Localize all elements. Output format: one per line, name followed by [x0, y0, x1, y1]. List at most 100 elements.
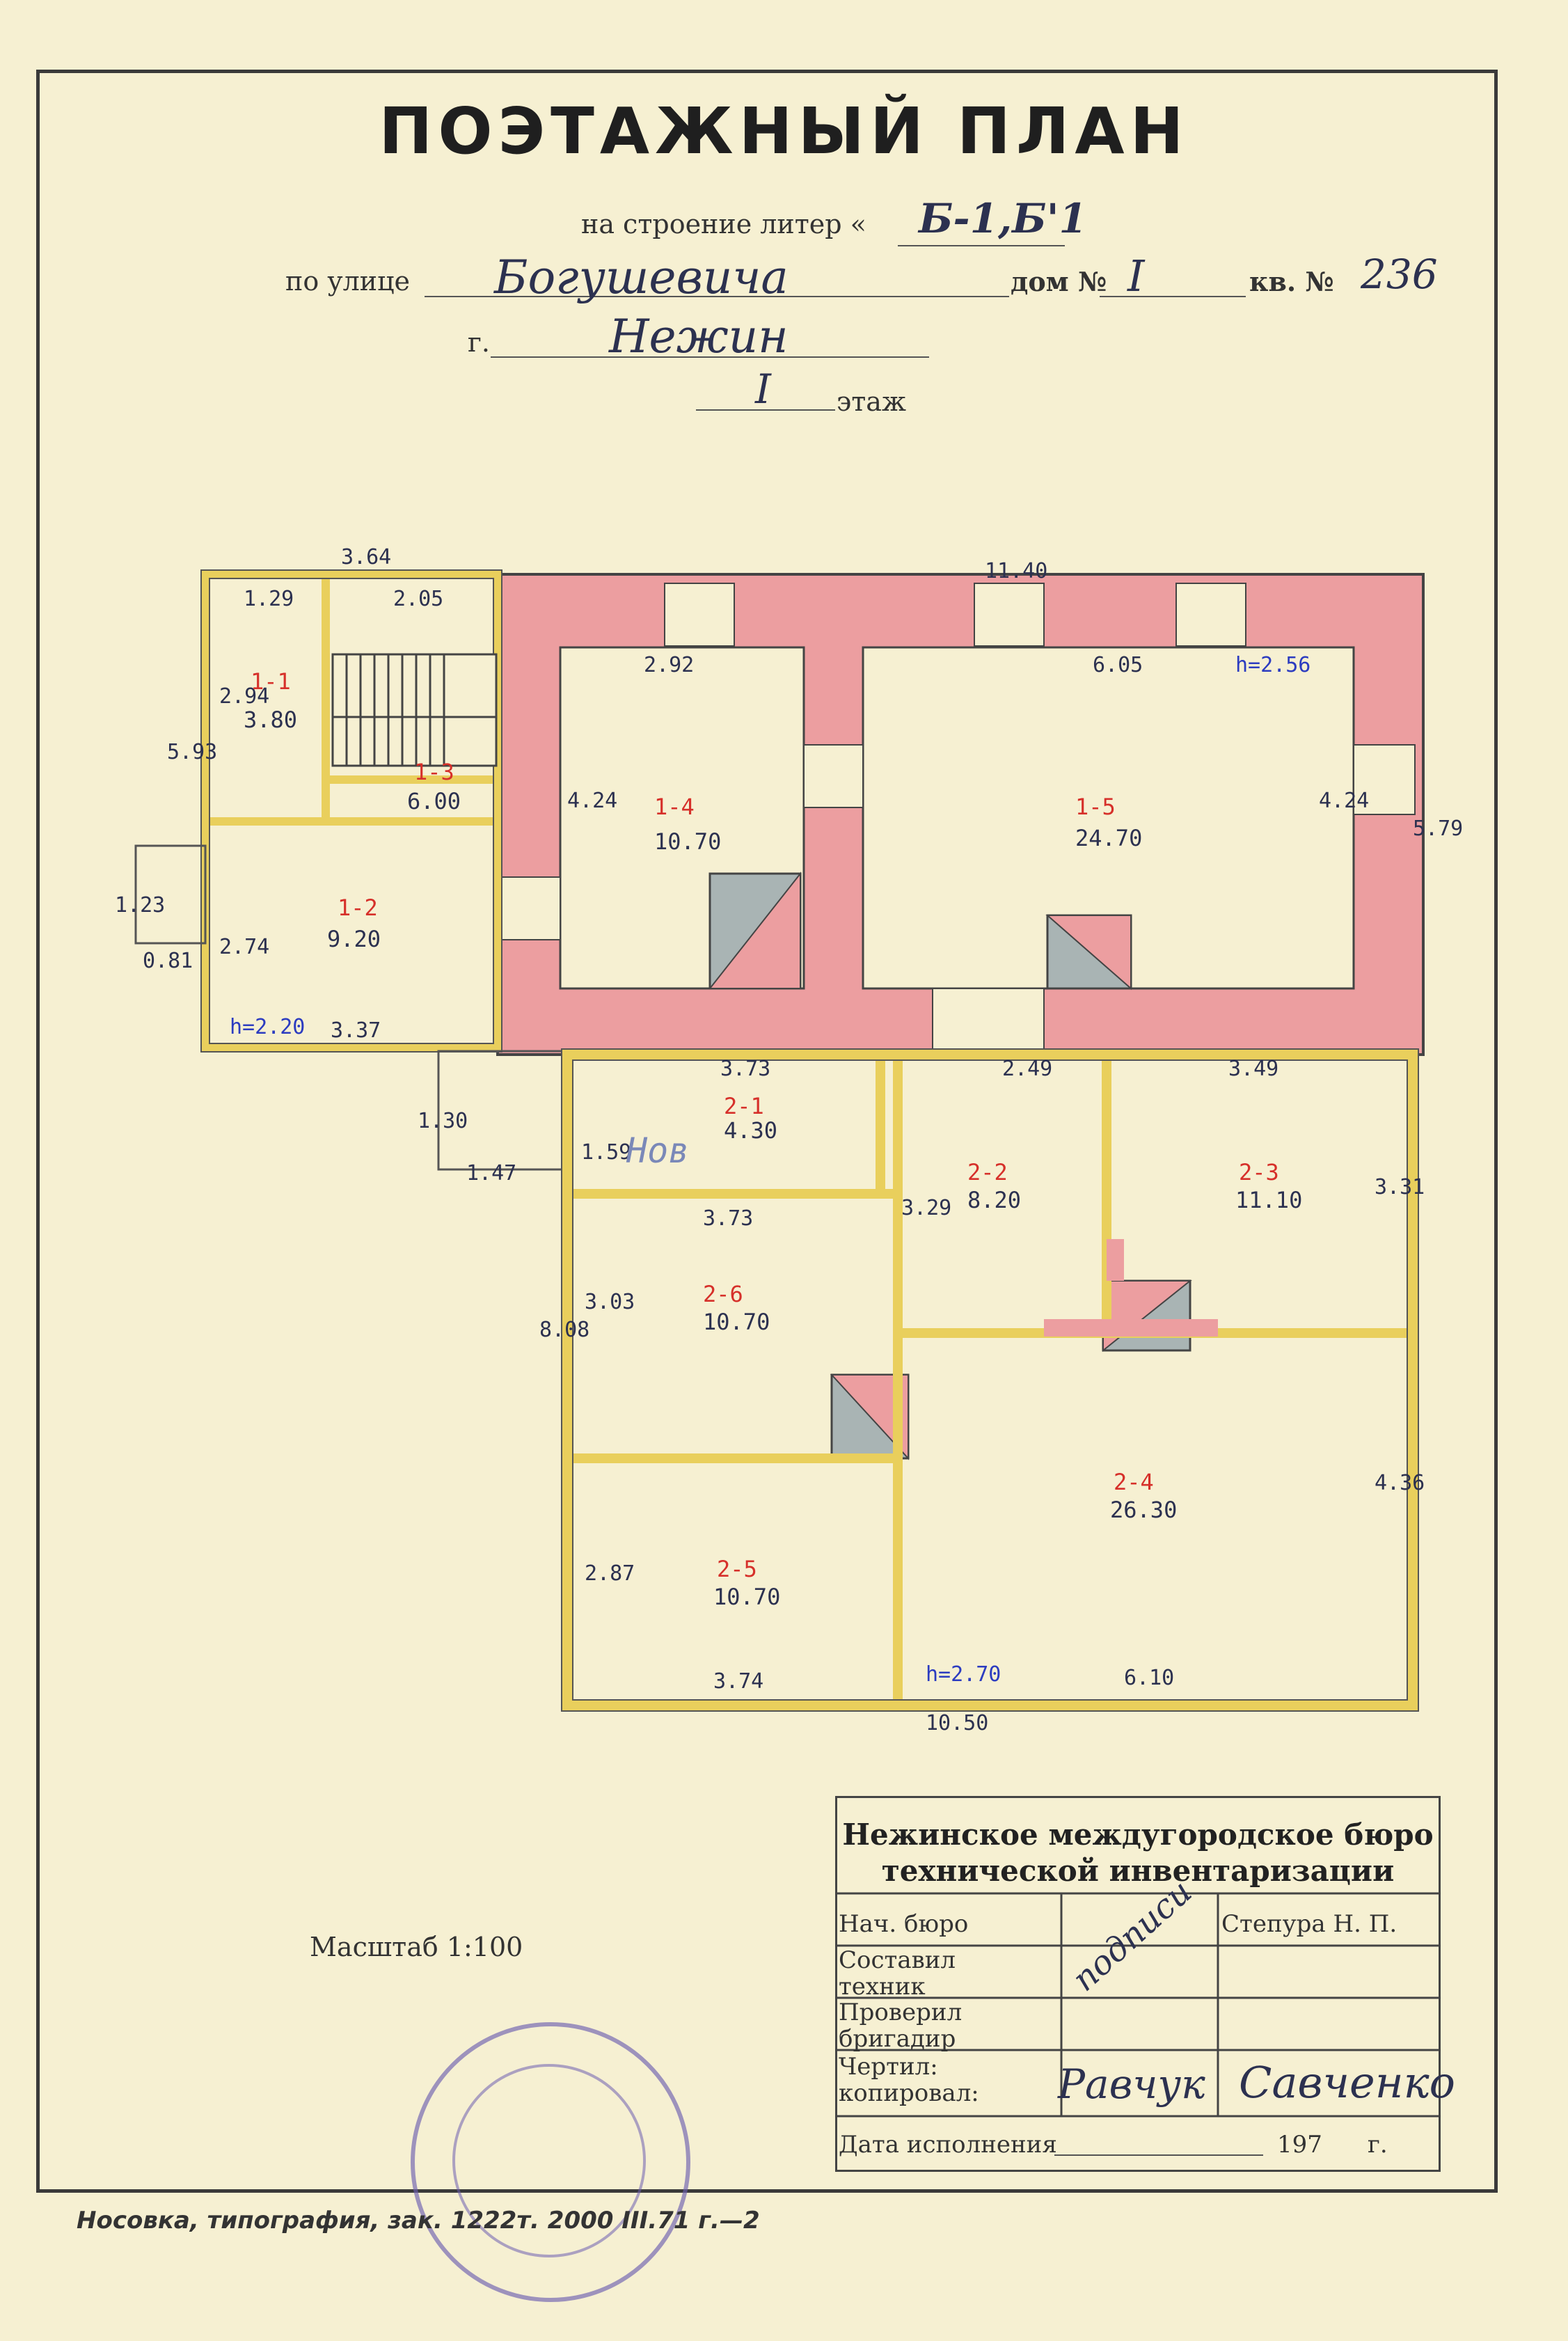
year-suffix: г.	[1368, 2131, 1388, 2159]
height-labels: h=2.20 h=2.56 h=2.70	[230, 653, 1310, 1687]
stamp-row-label: Чертил: копировал:	[839, 2053, 979, 2107]
dim-label: 2.05	[393, 587, 443, 611]
wood-rooms-left-outline	[200, 569, 502, 1053]
printer-footer: Носовка, типография, зак. 1222т. 2000 II…	[77, 2207, 760, 2234]
floor-underline	[696, 409, 835, 411]
dim-label: 3.31	[1375, 1175, 1425, 1199]
dim-label: 2.92	[644, 653, 694, 677]
dim-label: 3.73	[703, 1206, 753, 1231]
dim-label: 1.29	[244, 587, 294, 611]
dim-label: 8.08	[539, 1318, 589, 1342]
signature-name: Равчук	[1058, 2060, 1205, 2108]
dim-label: 4.24	[1319, 789, 1369, 813]
city-underline	[491, 356, 929, 358]
date-underline	[1054, 2154, 1263, 2156]
dim-label: 3.73	[720, 1057, 770, 1081]
seal-stamp	[411, 2022, 690, 2302]
dim-label: 6.05	[1093, 653, 1143, 677]
dim-label: 5.79	[1413, 817, 1463, 841]
room-area: 9.20	[327, 926, 381, 952]
wood-rooms-left	[201, 570, 502, 1052]
room-id: 1-1	[251, 668, 291, 695]
dim-label: 3.29	[901, 1196, 951, 1220]
dim-label: 3.03	[585, 1290, 635, 1314]
liter-underline	[898, 245, 1065, 246]
wood-rooms-lower-outline	[561, 1048, 1419, 1712]
year-value: 197	[1277, 2131, 1322, 2159]
dim-label: 11.40	[985, 559, 1047, 583]
apt-value: 236	[1361, 251, 1438, 298]
height-label: h=2.20	[230, 1015, 305, 1039]
page-title: ПОЭТАЖНЫЙ ПЛАН	[379, 94, 1189, 168]
masonry-chunk	[1044, 1319, 1218, 1337]
liter-value: Б-1,Б'1	[919, 195, 1087, 242]
dim-label: 2.94	[219, 684, 269, 709]
plan-note: Нов	[626, 1130, 689, 1171]
room-id: 2-2	[967, 1159, 1008, 1185]
dim-label: 3.64	[341, 545, 391, 569]
floor-label: этаж	[837, 386, 906, 417]
dim-label: 3.37	[331, 1018, 381, 1043]
house-value: I	[1127, 251, 1145, 301]
room-id: 2-4	[1114, 1469, 1154, 1495]
stamp-row-label: Проверил бригадир	[839, 1999, 963, 2053]
scale-label: Масштаб 1:100	[310, 1932, 523, 1962]
stamp-row-label: Нач. бюро	[839, 1910, 969, 1938]
masonry-block	[496, 573, 1425, 1056]
dim-label: 10.50	[926, 1711, 988, 1735]
street-value: Богушевича	[494, 251, 789, 304]
dim-label: 1.47	[466, 1161, 516, 1185]
room-area: 24.70	[1075, 825, 1142, 851]
room-id: 2-3	[1239, 1159, 1279, 1185]
apt-label: кв. №	[1249, 266, 1334, 297]
street-underline	[425, 296, 1009, 297]
dim-label: 6.10	[1124, 1666, 1174, 1690]
height-label: h=2.56	[1235, 653, 1310, 677]
room-area: 6.00	[407, 788, 461, 814]
na-stroenie-label: на строение литер «	[581, 209, 866, 239]
seal-stamp-inner	[452, 2064, 646, 2257]
height-label: h=2.70	[926, 1662, 1001, 1687]
stairs	[331, 653, 498, 767]
room-id: 1-3	[414, 759, 454, 785]
dim-label: 3.49	[1228, 1057, 1278, 1081]
dim-label: 2.87	[585, 1561, 635, 1586]
room-area: 11.10	[1235, 1187, 1302, 1213]
dim-label: 4.24	[567, 789, 617, 813]
dim-label: 1.23	[115, 893, 165, 917]
org-name: Нежинское междугородское бюро техническо…	[842, 1818, 1434, 1888]
stamp-row-value: Степура Н. П.	[1221, 1910, 1397, 1938]
stamp-row-value: Савченко	[1239, 2057, 1455, 2108]
room-id: 1-2	[338, 894, 378, 921]
dim-label: 0.81	[143, 949, 193, 973]
dim-label: 1.59	[581, 1140, 631, 1165]
dim-label: 2.74	[219, 935, 269, 959]
room-id: 2-6	[703, 1281, 743, 1307]
dim-label: 2.49	[1002, 1057, 1052, 1081]
dim-label: 5.93	[167, 740, 217, 764]
masonry-chunk	[1107, 1239, 1124, 1281]
street-label: по улице	[285, 266, 411, 297]
room-area: 10.70	[703, 1309, 770, 1335]
room-area: 8.20	[967, 1187, 1021, 1213]
room-id: 2-5	[717, 1556, 757, 1582]
room-id: 1-5	[1075, 794, 1116, 820]
room-labels: 1-1 3.80 1-2 9.20 1-3 6.00 1-4 10.70 1-5…	[244, 668, 1302, 1610]
room-area: 3.80	[244, 707, 297, 733]
room-area: 4.30	[724, 1117, 777, 1144]
house-label: дом №	[1011, 266, 1107, 297]
room-area: 26.30	[1110, 1497, 1177, 1523]
room-id: 2-1	[724, 1093, 764, 1119]
house-underline	[1100, 296, 1246, 297]
city-label: г.	[468, 327, 490, 358]
floor-value: I	[755, 365, 771, 413]
date-label: Дата исполнения	[839, 2131, 1057, 2159]
room-id: 1-4	[654, 794, 695, 820]
porch-left	[134, 844, 207, 945]
dimension-labels: 3.64 1.29 2.05 2.94 5.93 1.23 0.81 2.74 …	[115, 545, 1463, 1735]
dim-label: 3.74	[713, 1669, 763, 1694]
stamp-row-label: Составил техник	[839, 1946, 956, 2001]
title-block	[835, 1796, 1441, 2172]
